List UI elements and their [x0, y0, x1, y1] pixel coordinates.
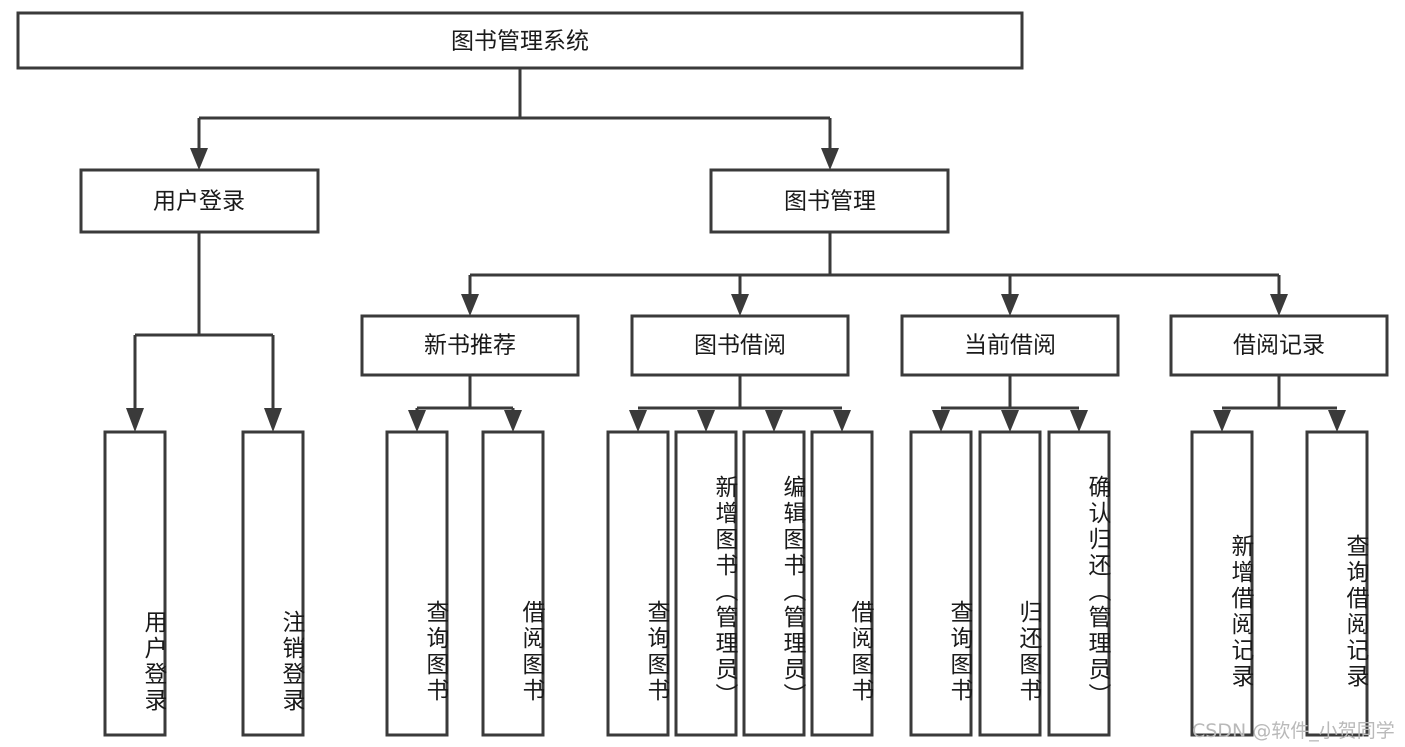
connector-group-root — [190, 68, 839, 170]
leaf-box-current-borrow-1[interactable] — [909, 430, 973, 737]
node-root[interactable]: 图书管理系统 — [16, 11, 1024, 70]
node-user-login-label: 用户登录 — [153, 189, 245, 215]
node-book-management-box[interactable] — [709, 168, 950, 234]
arrow-head-newbook-l1 — [408, 410, 426, 432]
node-root-box[interactable] — [16, 11, 1024, 70]
arrow-head-newbook-l2 — [504, 410, 522, 432]
leaf-group-borrow-record — [1190, 430, 1369, 737]
leaf-box-book-borrow-1[interactable] — [606, 430, 670, 737]
leaf-box-user-login-2[interactable] — [241, 430, 305, 737]
csdn-watermark: CSDN @软件_小贺同学 — [1192, 720, 1395, 742]
connector-group-newbook — [408, 375, 522, 432]
leaf-box-current-borrow-3[interactable] — [1047, 430, 1111, 737]
node-new-book-recommend-box[interactable] — [360, 314, 580, 377]
connector-group-currentborrow — [932, 375, 1088, 432]
arrow-head-currentborrow — [1001, 294, 1019, 316]
node-borrow-record-label: 借阅记录 — [1233, 333, 1325, 359]
node-book-borrow[interactable]: 图书借阅 — [630, 314, 850, 377]
leaf-box-new-book-2[interactable] — [481, 430, 545, 737]
node-book-management-label: 图书管理 — [784, 189, 876, 215]
leaf-group-new-book — [385, 430, 545, 737]
node-new-book-recommend[interactable]: 新书推荐 — [360, 314, 580, 377]
node-user-login-box[interactable] — [79, 168, 320, 234]
leaf-box-book-borrow-2[interactable] — [674, 430, 738, 737]
node-borrow-record[interactable]: 借阅记录 — [1169, 314, 1389, 377]
node-book-management[interactable]: 图书管理 — [709, 168, 950, 234]
leaf-box-new-book-1[interactable] — [385, 430, 449, 737]
arrow-head-bookborrow-l4 — [833, 410, 851, 432]
node-current-borrow-box[interactable] — [900, 314, 1120, 377]
arrow-head-newbook — [461, 294, 479, 316]
leaf-group-book-borrow — [606, 430, 874, 737]
leaf-group-user-login — [103, 430, 305, 737]
connector-group-userlogin — [126, 232, 282, 432]
arrow-head-userlogin — [190, 148, 208, 170]
node-book-borrow-box[interactable] — [630, 314, 850, 377]
arrow-head-borrowrecord-l1 — [1213, 410, 1231, 432]
connector-group-bookmgmt — [461, 232, 1288, 316]
leaf-box-user-login-1[interactable] — [103, 430, 167, 737]
leaf-box-borrow-record-1[interactable] — [1190, 430, 1254, 737]
arrow-head-bookborrow-l3 — [765, 410, 783, 432]
leaf-box-current-borrow-2[interactable] — [978, 430, 1042, 737]
arrow-head-borrowrecord — [1270, 294, 1288, 316]
leaf-box-borrow-record-2[interactable] — [1305, 430, 1369, 737]
node-new-book-recommend-label: 新书推荐 — [424, 333, 516, 359]
arrow-head-userlogin-leaf2 — [264, 408, 282, 432]
node-root-label: 图书管理系统 — [451, 29, 589, 55]
leaf-box-book-borrow-4[interactable] — [810, 430, 874, 737]
arrow-head-currentborrow-l2 — [1001, 410, 1019, 432]
node-user-login[interactable]: 用户登录 — [79, 168, 320, 234]
node-book-borrow-label: 图书借阅 — [694, 333, 786, 359]
arrow-head-currentborrow-l1 — [932, 410, 950, 432]
arrow-head-bookmgmt — [821, 148, 839, 170]
arrow-head-bookborrow-l2 — [697, 410, 715, 432]
leaf-box-book-borrow-3[interactable] — [742, 430, 806, 737]
arrow-head-currentborrow-l3 — [1070, 410, 1088, 432]
leaf-group-current-borrow — [909, 430, 1111, 737]
node-current-borrow[interactable]: 当前借阅 — [900, 314, 1120, 377]
arrow-head-userlogin-leaf1 — [126, 408, 144, 432]
arrow-head-bookborrow-l1 — [629, 410, 647, 432]
connector-group-borrowrecord — [1213, 375, 1346, 432]
arrow-head-bookborrow — [731, 294, 749, 316]
connector-group-bookborrow — [629, 375, 851, 432]
node-borrow-record-box[interactable] — [1169, 314, 1389, 377]
node-current-borrow-label: 当前借阅 — [964, 333, 1056, 359]
arrow-head-borrowrecord-l2 — [1328, 410, 1346, 432]
